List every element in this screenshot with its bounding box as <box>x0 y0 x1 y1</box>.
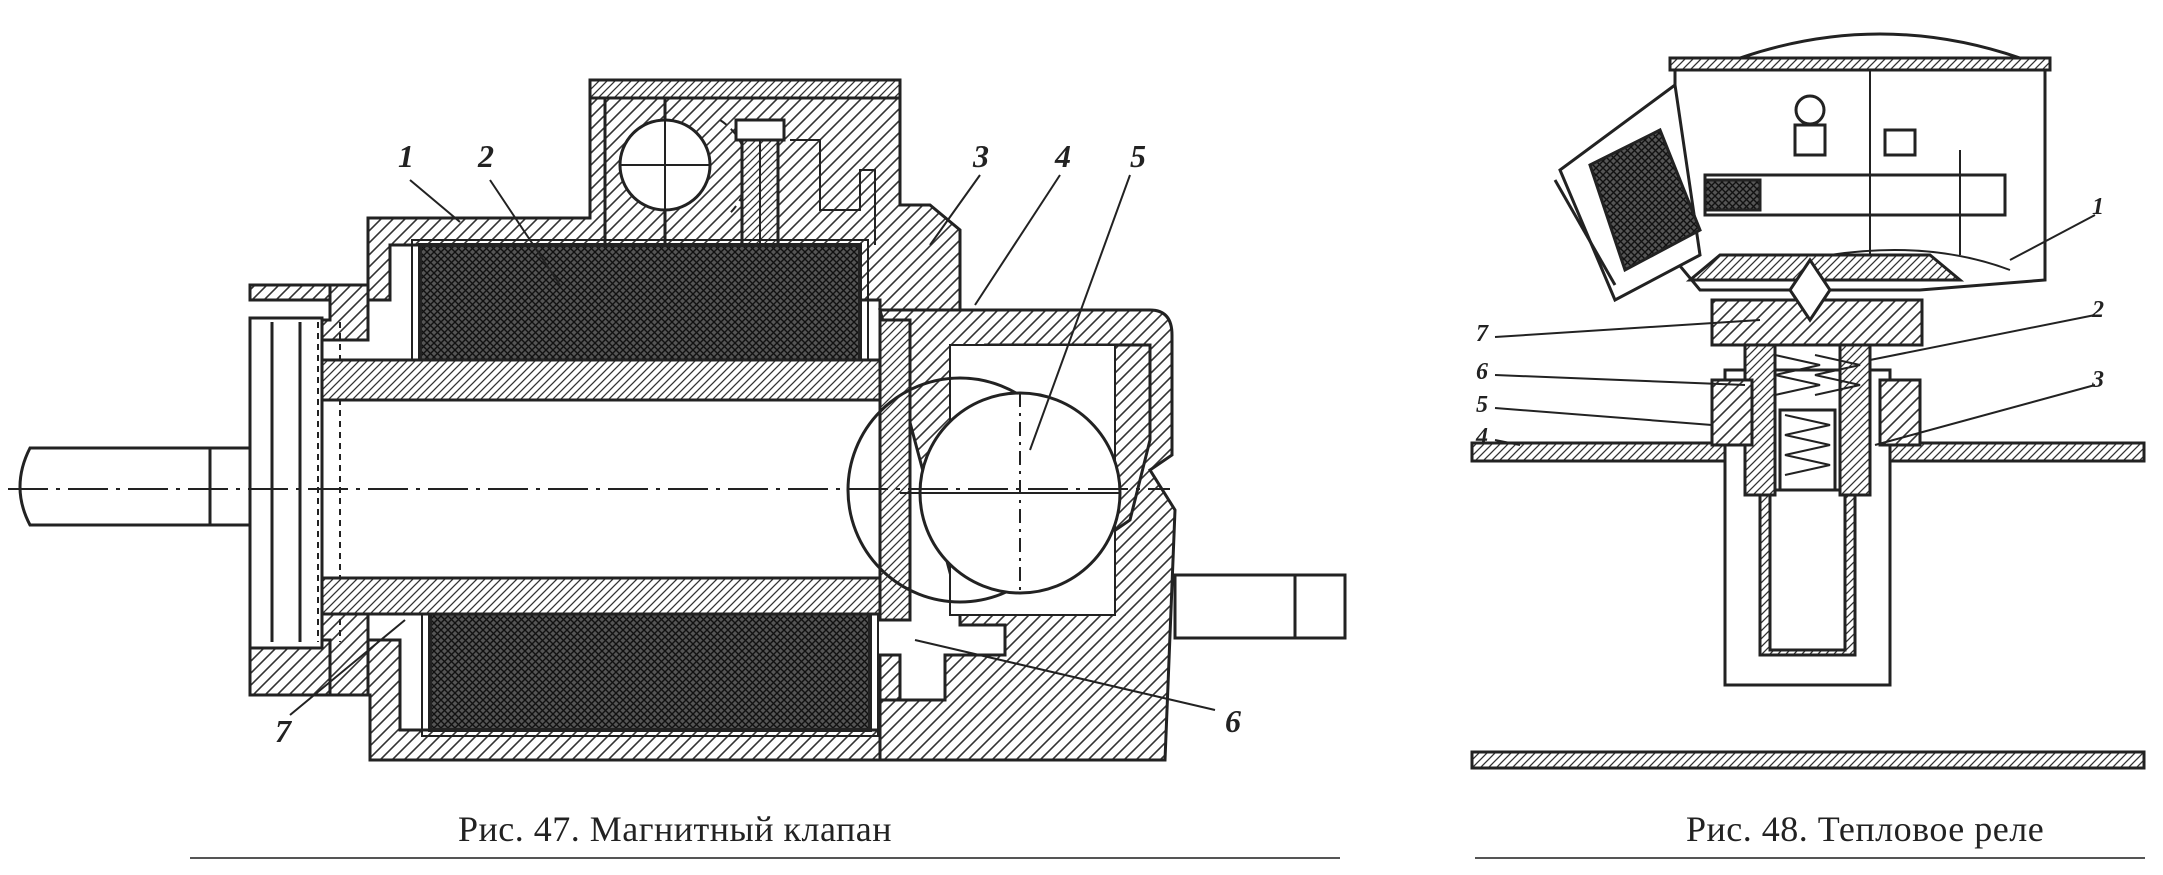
fig48-label-6: 6 <box>1476 359 1488 385</box>
fig47-label-2: 2 <box>478 138 494 174</box>
figure-47-caption: Рис. 47. Магнитный клапан <box>458 809 892 849</box>
thermal-relay-drawing <box>1470 32 2146 770</box>
armature-tube <box>320 358 912 616</box>
figure-48-caption: Рис. 48. Тепловое реле <box>1686 809 2045 849</box>
coil-bottom <box>428 610 872 732</box>
sensor-sleeve <box>1723 343 1892 687</box>
fig48-leaders <box>1494 214 2096 446</box>
fig47-label-3: 3 <box>973 138 989 174</box>
fig47-label-4: 4 <box>1055 138 1071 174</box>
fig48-label-1: 1 <box>2092 194 2104 220</box>
fig47-label-7: 7 <box>275 713 291 749</box>
fig47-label-1: 1 <box>398 138 414 174</box>
fig48-label-2: 2 <box>2092 297 2104 323</box>
cable-gland <box>1553 82 1702 303</box>
coil-top <box>418 243 862 365</box>
fig47-leaders <box>289 174 1216 716</box>
fig47-label-5: 5 <box>1130 138 1146 174</box>
left-stem <box>18 446 262 527</box>
fig48-label-7: 7 <box>1476 321 1488 347</box>
solenoid-valve-drawing <box>8 78 1347 762</box>
fig48-label-4: 4 <box>1476 424 1488 450</box>
right-stem <box>1173 573 1347 640</box>
relay-housing <box>1668 32 2052 323</box>
fig47-label-6: 6 <box>1225 703 1241 739</box>
ball-valve <box>846 376 1122 604</box>
fig48-label-3: 3 <box>2092 367 2104 393</box>
fig48-label-5: 5 <box>1476 392 1488 418</box>
